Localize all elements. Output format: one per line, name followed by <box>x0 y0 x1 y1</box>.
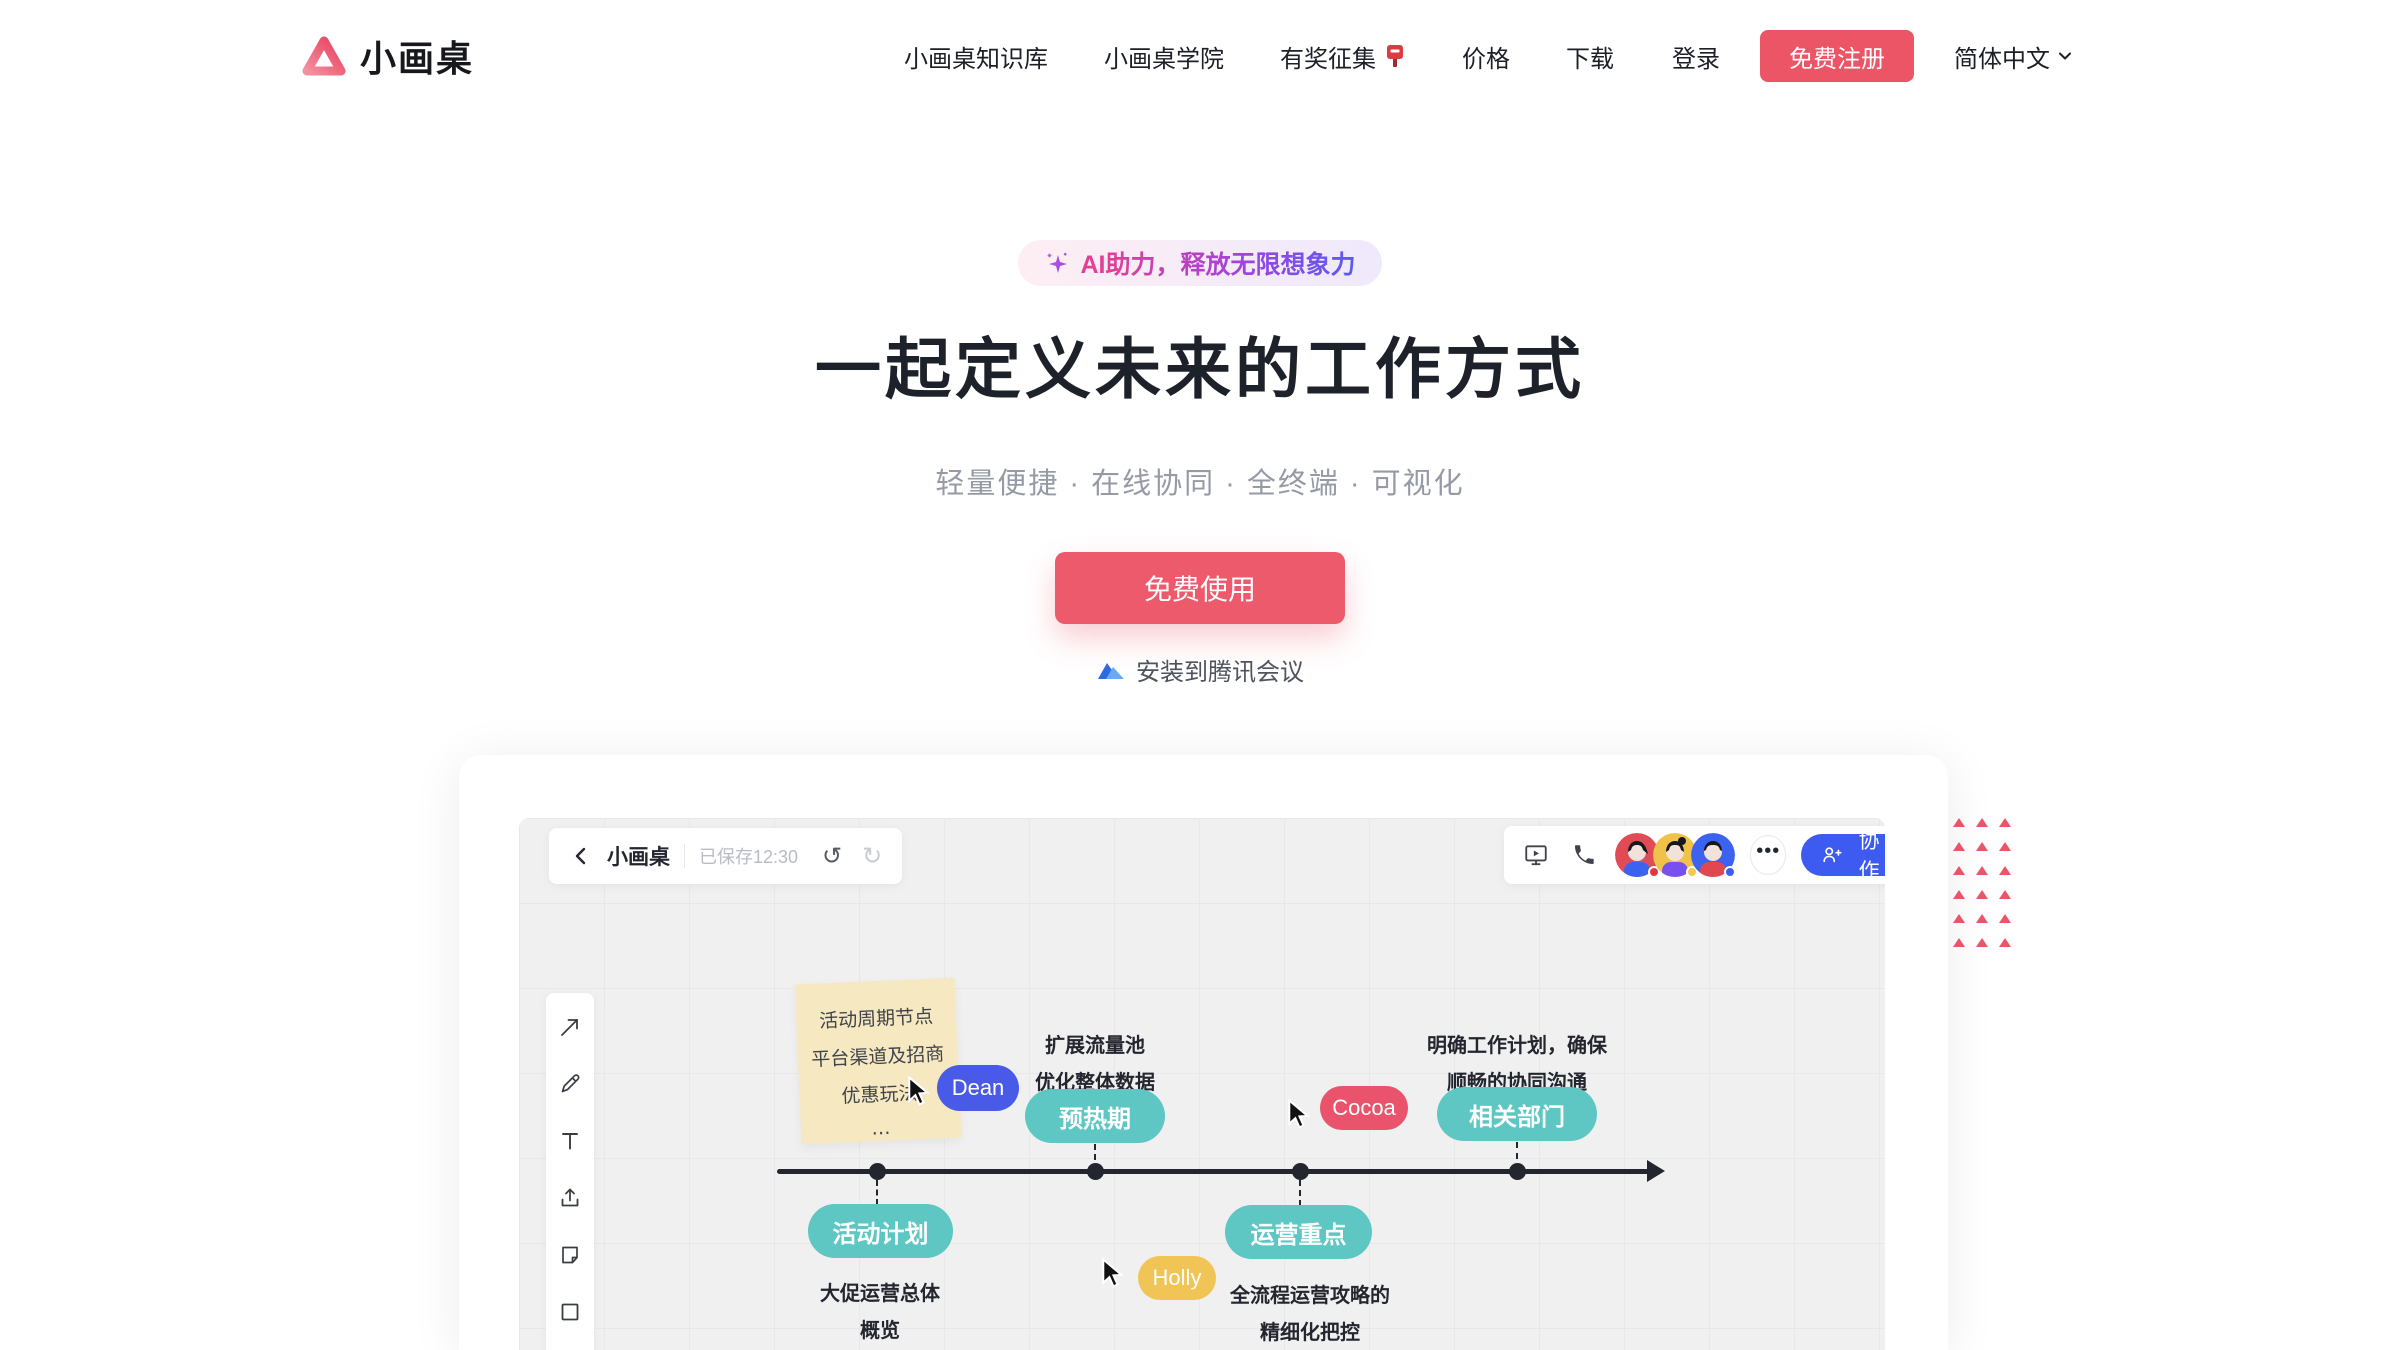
person-plus-icon <box>1821 844 1843 866</box>
sticky-note-icon[interactable] <box>552 1237 588 1273</box>
postbox-icon <box>1384 43 1406 69</box>
user-pill-cocoa[interactable]: Cocoa <box>1320 1086 1408 1130</box>
remote-cursor <box>903 1076 933 1108</box>
stage-pill-ops-focus[interactable]: 运营重点 <box>1225 1205 1372 1259</box>
language-selector[interactable]: 简体中文 <box>1954 39 2074 74</box>
screen-share-icon[interactable] <box>1520 837 1553 873</box>
pen-icon[interactable] <box>552 1066 588 1102</box>
avatar-user-red[interactable] <box>1615 833 1661 878</box>
app-screenshot-card: 小画桌 已保存12:30 ↺ ↻ <box>459 755 1948 1350</box>
remote-cursor <box>1097 1258 1127 1290</box>
more-button[interactable]: ••• <box>1750 835 1787 875</box>
square-icon[interactable] <box>552 1294 588 1330</box>
upload-icon[interactable] <box>552 1180 588 1216</box>
tool-palette <box>546 993 594 1350</box>
brand-name: 小画桌 <box>360 38 475 79</box>
free-use-button[interactable]: 免费使用 <box>1055 552 1345 624</box>
hero-subtitle: 轻量便捷 · 在线协同 · 全终端 · 可视化 <box>935 468 1465 500</box>
whiteboard-canvas[interactable]: 小画桌 已保存12:30 ↺ ↻ <box>519 818 1885 1350</box>
stage-pill-warmup[interactable]: 预热期 <box>1025 1089 1165 1143</box>
user-pill-holly[interactable]: Holly <box>1138 1256 1216 1300</box>
brand-logo[interactable]: 小画桌 <box>300 30 474 82</box>
status-dot <box>1686 866 1699 878</box>
timeline-arrowhead <box>1647 1160 1665 1182</box>
chevron-down-icon <box>2056 47 2074 65</box>
user-pill-dean[interactable]: Dean <box>937 1065 1019 1111</box>
brand-logo-icon <box>300 34 348 78</box>
nav-item-knowledge[interactable]: 小画桌知识库 <box>904 45 1048 73</box>
main-nav: 小画桌知识库 小画桌学院 有奖征集 价格 下载 <box>904 0 1614 112</box>
nav-item-contest[interactable]: 有奖征集 <box>1280 39 1406 74</box>
collab-button[interactable]: 协作 <box>1801 830 1885 883</box>
tencent-meeting-icon <box>1096 658 1126 682</box>
stage-pill-activity-plan[interactable]: 活动计划 <box>808 1204 953 1258</box>
timeline-dot <box>1292 1163 1309 1180</box>
timeline-connector <box>1094 1144 1096 1170</box>
stage-pill-departments[interactable]: 相关部门 <box>1437 1087 1597 1141</box>
sparkle-icon <box>1044 250 1070 276</box>
page-title: 一起定义未来的工作方式 <box>815 332 1585 406</box>
select-arrow-icon[interactable] <box>552 1009 588 1045</box>
avatar-user-yellow[interactable] <box>1653 833 1699 878</box>
timeline-connector <box>1516 1142 1518 1170</box>
status-dot <box>1648 866 1661 878</box>
timeline-dot <box>869 1163 886 1180</box>
redo-icon[interactable]: ↻ <box>862 842 883 870</box>
nav-item-pricing[interactable]: 价格 <box>1462 45 1510 73</box>
nav-item-academy[interactable]: 小画桌学院 <box>1104 45 1224 73</box>
nav-item-download[interactable]: 下载 <box>1566 45 1614 73</box>
timeline-connector <box>1299 1180 1301 1206</box>
text-icon[interactable] <box>552 1123 588 1159</box>
divider <box>684 844 685 868</box>
ai-badge: AI助力，释放无限想象力 <box>1018 240 1382 286</box>
timeline-dot <box>1509 1163 1526 1180</box>
status-dot <box>1724 866 1737 878</box>
board-title: 小画桌 <box>607 846 670 869</box>
avatar-user-blue[interactable] <box>1691 833 1737 878</box>
timeline-connector <box>876 1180 878 1205</box>
triangle-pattern <box>1953 818 2022 962</box>
timeline-dot <box>1087 1163 1104 1180</box>
tencent-meeting-link[interactable]: 安装到腾讯会议 <box>0 652 2400 687</box>
board-titlebar: 小画桌 已保存12:30 ↺ ↻ <box>549 828 903 884</box>
site-header: 小画桌 小画桌知识库 小画桌学院 有奖征集 价格 <box>0 0 2400 112</box>
annotation-overview: 大促运营总体 概览 <box>820 1283 940 1342</box>
annotation-traffic: 扩展流量池 优化整体数据 <box>1035 1035 1155 1094</box>
hero-section: AI助力，释放无限想象力 一起定义未来的工作方式 轻量便捷 · 在线协同 · 全… <box>0 240 2400 687</box>
remote-cursor <box>1283 1099 1313 1131</box>
back-icon[interactable] <box>569 844 593 868</box>
saved-status: 已保存12:30 <box>699 847 799 867</box>
register-button[interactable]: 免费注册 <box>1760 30 1914 82</box>
login-link[interactable]: 登录 <box>1672 45 1720 73</box>
annotation-control: 全流程运营攻略的 精细化把控 <box>1230 1285 1390 1344</box>
collab-toolbar: ••• 协作 <box>1504 826 1885 884</box>
undo-icon[interactable]: ↺ <box>822 842 843 870</box>
sticky-note[interactable]: 活动周期节点 平台渠道及招商 优惠玩法 ⋯ <box>794 977 962 1145</box>
header-auth: 登录 免费注册 简体中文 <box>1672 0 2074 112</box>
ai-badge-text: AI助力，释放无限想象力 <box>1080 245 1355 281</box>
phone-icon[interactable] <box>1568 837 1601 873</box>
avatar-stack <box>1615 833 1737 878</box>
timeline-line <box>777 1169 1649 1174</box>
